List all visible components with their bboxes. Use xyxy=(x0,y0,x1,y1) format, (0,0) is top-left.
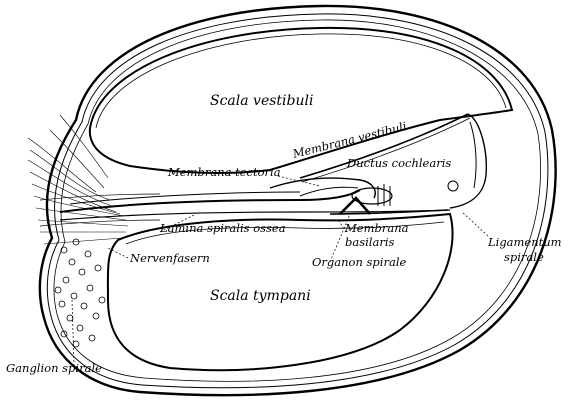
label-ligamentum-spirale-line2: spirale xyxy=(504,250,544,264)
label-membrana-basilaris-line1: Membrana xyxy=(344,221,409,235)
label-membrana-basilaris-line2: basilaris xyxy=(345,235,395,249)
label-ganglion-spirale: Ganglion spirale xyxy=(6,361,102,375)
label-scala-tympani: Scala tympani xyxy=(210,288,311,304)
label-membrana-tectoria: Membrana tectoria xyxy=(167,165,281,179)
label-nervenfasern: Nervenfasern xyxy=(129,251,210,265)
label-ligamentum-spirale-line1: Ligamentum xyxy=(487,235,562,249)
label-organon-spirale: Organon spirale xyxy=(312,255,407,269)
ductus-cochlearis-region xyxy=(448,114,486,208)
label-ductus-cochlearis: Ductus cochlearis xyxy=(346,156,451,170)
label-scala-vestibuli: Scala vestibuli xyxy=(210,93,313,109)
organ-of-corti xyxy=(270,178,392,214)
nerve-fiber-hatching xyxy=(28,115,128,244)
label-lamina-spiralis-ossea: Lamina spiralis ossea xyxy=(159,221,286,235)
ganglion-spirale-cells xyxy=(55,239,105,347)
label-membrana-vestibuli: Membrana vestibuli xyxy=(290,119,408,161)
